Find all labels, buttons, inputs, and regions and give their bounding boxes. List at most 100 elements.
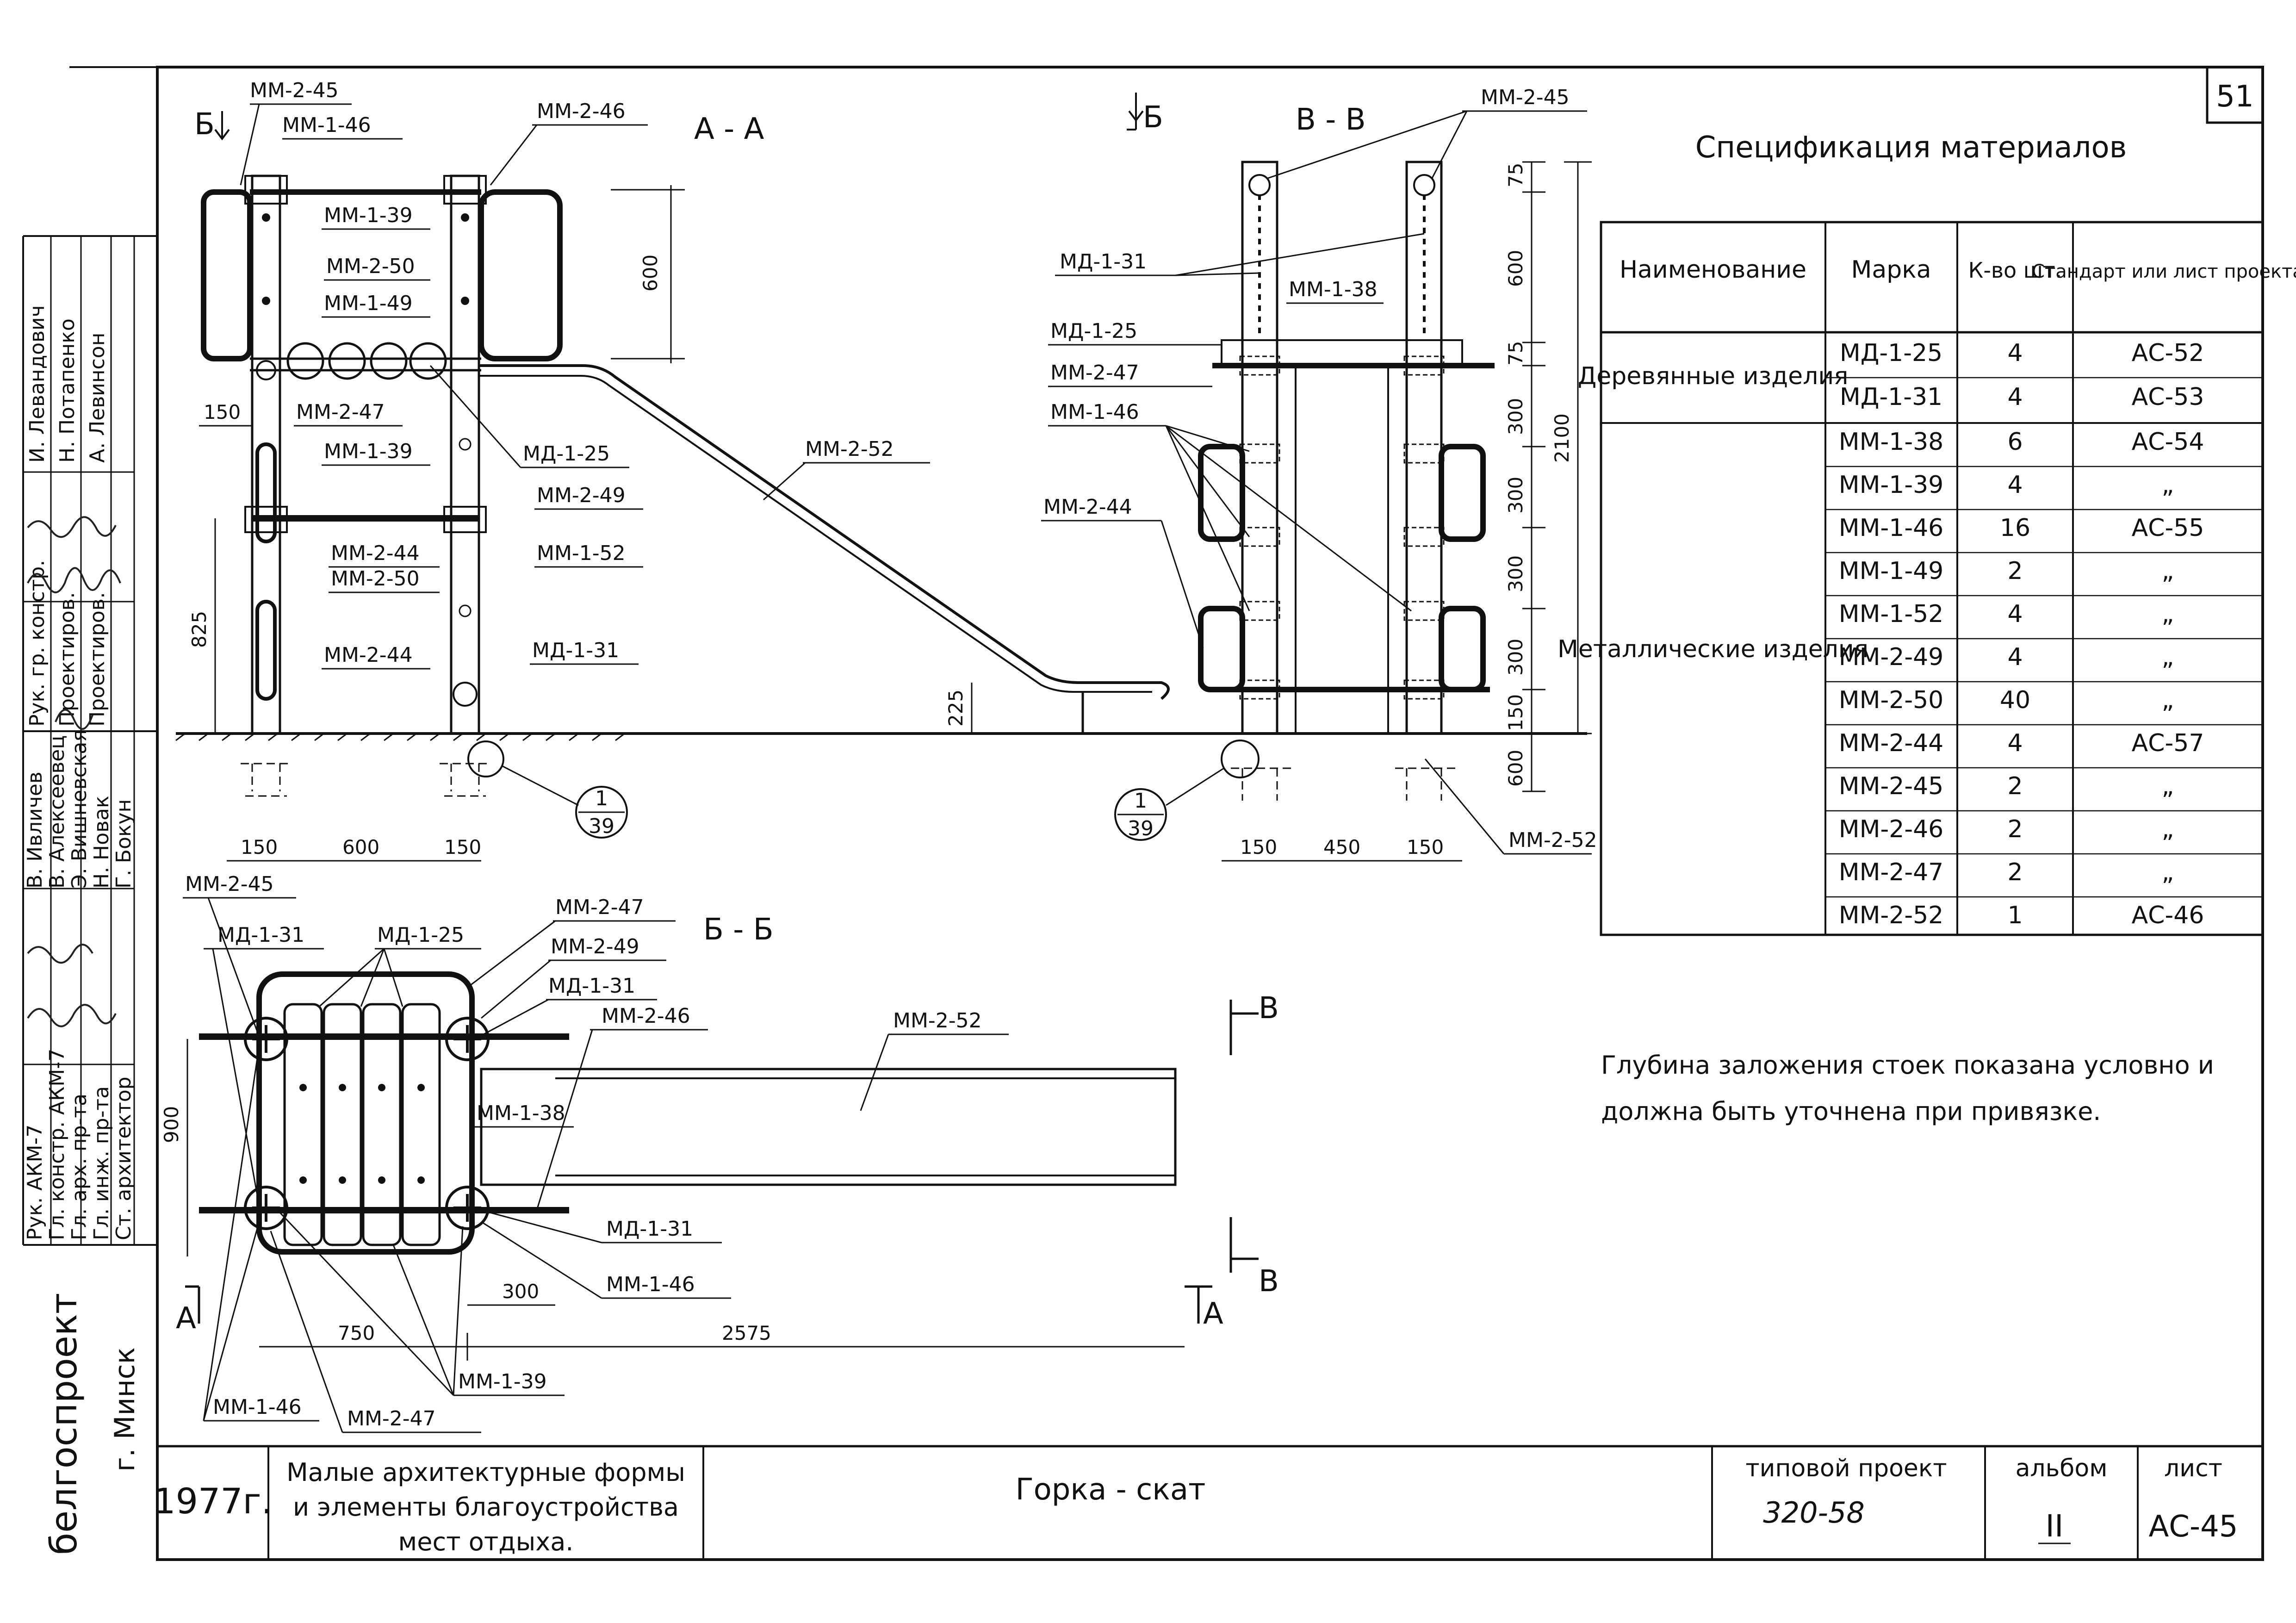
spec-cell-ref: АС-54 <box>2132 428 2204 456</box>
dim-vv-8: 600 <box>1504 750 1527 787</box>
spec-cell-ref: АС-53 <box>2132 383 2204 411</box>
spec-cell-qty: 2 <box>2007 815 2023 843</box>
spec-cell-qty: 4 <box>2007 600 2023 628</box>
spec-cell-qty: 40 <box>2000 686 2030 714</box>
label-vv-7: ММ-2-52 <box>1508 828 1597 852</box>
dim-aa-0: 600 <box>639 255 662 292</box>
spec-cell-mark: ММ-1-39 <box>1839 471 1944 499</box>
post-heads <box>244 1017 490 1230</box>
label-aa-11: ММ-2-50 <box>331 567 420 591</box>
dim-vv-1: 600 <box>1504 250 1527 287</box>
label-aa-7: ММ-1-39 <box>324 440 413 463</box>
spec-cell-mark: ММ-2-46 <box>1839 815 1944 843</box>
label-aa-3: ММ-1-39 <box>324 204 413 227</box>
spec-cell-qty: 16 <box>2000 514 2030 542</box>
dim-bb-3: 2575 <box>722 1322 771 1344</box>
spec-cell-mark: ММ-1-52 <box>1839 600 1944 628</box>
spec-cell-mark: ММ-1-49 <box>1839 557 1944 585</box>
dim-aa-5: 150 <box>444 836 481 858</box>
spec-group-wood: Деревянные изделия <box>1578 362 1849 390</box>
view-aa-section-mark: Б <box>194 107 215 142</box>
spec-cell-ref: АС-55 <box>2132 514 2204 542</box>
sig-name-6: Э. Вишневская <box>68 729 91 889</box>
spec-cell-ref: АС-52 <box>2132 339 2204 367</box>
spec-cell-ref: „ <box>2162 471 2174 499</box>
spec-header-mark: Марка <box>1851 256 1931 284</box>
view-bb-mark-3: А <box>1203 1297 1223 1331</box>
view-bb: Б - Б В В А А <box>160 872 1279 1433</box>
stamp-album-label: альбом <box>2016 1455 2108 1482</box>
dim-vv-h2: 150 <box>1407 836 1444 858</box>
spec-header-name: Наименование <box>1620 256 1806 284</box>
sig-role-7: Гл. инж. пр-та <box>90 1086 113 1240</box>
sig-role-8: Ст. архитектор <box>112 1076 136 1240</box>
label-aa-14: МД-1-31 <box>532 639 619 662</box>
dim-vv-total: 2100 <box>1551 413 1573 463</box>
spec-cell-mark: МД-1-31 <box>1840 383 1942 411</box>
stamp-description-3: мест отдыха. <box>398 1527 574 1556</box>
spec-cell-mark: ММ-2-44 <box>1839 729 1944 757</box>
view-aa-dims: 600 150 825 150 600 150 225 <box>188 185 973 862</box>
org-city: г. Минск <box>109 1347 141 1472</box>
dim-vv-h1: 450 <box>1323 836 1360 858</box>
label-bb-4: ММ-2-49 <box>551 935 639 958</box>
label-vv-3: МД-1-25 <box>1050 319 1137 343</box>
spec-cell-ref: „ <box>2162 643 2174 671</box>
spec-cell-mark: ММ-2-45 <box>1839 772 1944 800</box>
label-bb-0: ММ-2-45 <box>185 872 274 896</box>
view-vv-labels: ММ-2-45 МД-1-31 ММ-1-38 МД-1-25 ММ-2-47 … <box>1041 86 1597 855</box>
spec-group-metal: Металлические изделия <box>1558 635 1868 663</box>
spec-cell-ref: АС-57 <box>2132 729 2204 757</box>
spec-cell-qty: 4 <box>2007 339 2023 367</box>
label-bb-11: ММ-1-46 <box>213 1395 302 1419</box>
view-bb-mark-2: А <box>176 1301 196 1336</box>
note-line-2: должна быть уточнена при привязке. <box>1601 1097 2101 1126</box>
spec-cell-mark: ММ-2-52 <box>1839 902 1944 929</box>
label-aa-10: ММ-2-44 <box>331 541 420 565</box>
label-aa-5: ММ-1-49 <box>324 292 413 315</box>
spec-cell-ref: „ <box>2162 557 2174 585</box>
view-bb-title: Б - Б <box>703 913 774 947</box>
dim-bb-1: 300 <box>502 1280 539 1303</box>
label-aa-8: МД-1-25 <box>523 442 610 466</box>
spec-cell-ref: АС-46 <box>2132 902 2204 929</box>
label-bb-1: МД-1-31 <box>217 923 304 947</box>
sig-role-5: Гл. констр. АКМ-7 <box>45 1049 69 1240</box>
dim-bb-0: 900 <box>160 1106 183 1143</box>
dim-vv-3: 300 <box>1504 398 1527 435</box>
label-bb-7: ММ-2-52 <box>893 1009 982 1032</box>
dim-aa-1: 150 <box>204 401 241 423</box>
note-line-1: Глубина заложения стоек показана условно… <box>1601 1051 2214 1080</box>
view-bb-section-marks <box>185 1000 1259 1324</box>
spec-cell-mark: ММ-1-38 <box>1839 428 1944 456</box>
view-aa-labels: ММ-2-45 ММ-1-46 ММ-2-46 ММ-1-39 ММ-2-50 … <box>240 79 930 670</box>
spec-cell-ref: „ <box>2162 858 2174 886</box>
spec-cell-ref: „ <box>2162 686 2174 714</box>
view-aa-detail-top: 1 <box>595 787 608 810</box>
dim-vv-h0: 150 <box>1240 836 1277 858</box>
stamp-project-label: типовой проект <box>1745 1455 1947 1482</box>
view-bb-mark-1: В <box>1259 1264 1279 1299</box>
view-vv: В - В Б <box>1041 86 1597 862</box>
sig-role-2: Проектиров. <box>56 592 79 727</box>
sig-role-1: Рук. гр. констр. <box>25 560 49 727</box>
dim-vv-5: 300 <box>1504 555 1527 592</box>
dim-vv-0: 75 <box>1504 163 1527 187</box>
spec-header-qty: К-во шт. <box>1968 258 2062 283</box>
dim-bb-2: 750 <box>338 1322 375 1344</box>
spec-cell-qty: 2 <box>2007 557 2023 585</box>
stamp-description-1: Малые архитектурные формы <box>286 1458 685 1487</box>
sig-name-5: В. Алексеевец <box>45 735 69 889</box>
stamp-album-value: II <box>2046 1508 2064 1544</box>
label-aa-0: ММ-2-45 <box>250 79 339 102</box>
label-aa-1: ММ-1-46 <box>282 113 371 137</box>
view-aa-detail-bottom: 39 <box>589 815 614 838</box>
label-aa-12: ММ-1-52 <box>537 541 626 565</box>
view-aa: А - А <box>175 79 1587 862</box>
spec-cell-qty: 6 <box>2007 428 2023 456</box>
label-bb-2: МД-1-25 <box>377 923 464 947</box>
stamp-description-2: и элементы благоустройства <box>293 1492 679 1522</box>
spec-cell-qty: 4 <box>2007 383 2023 411</box>
view-vv-dims: 75 600 75 300 300 300 300 150 600 2100 1… <box>1222 161 1592 862</box>
